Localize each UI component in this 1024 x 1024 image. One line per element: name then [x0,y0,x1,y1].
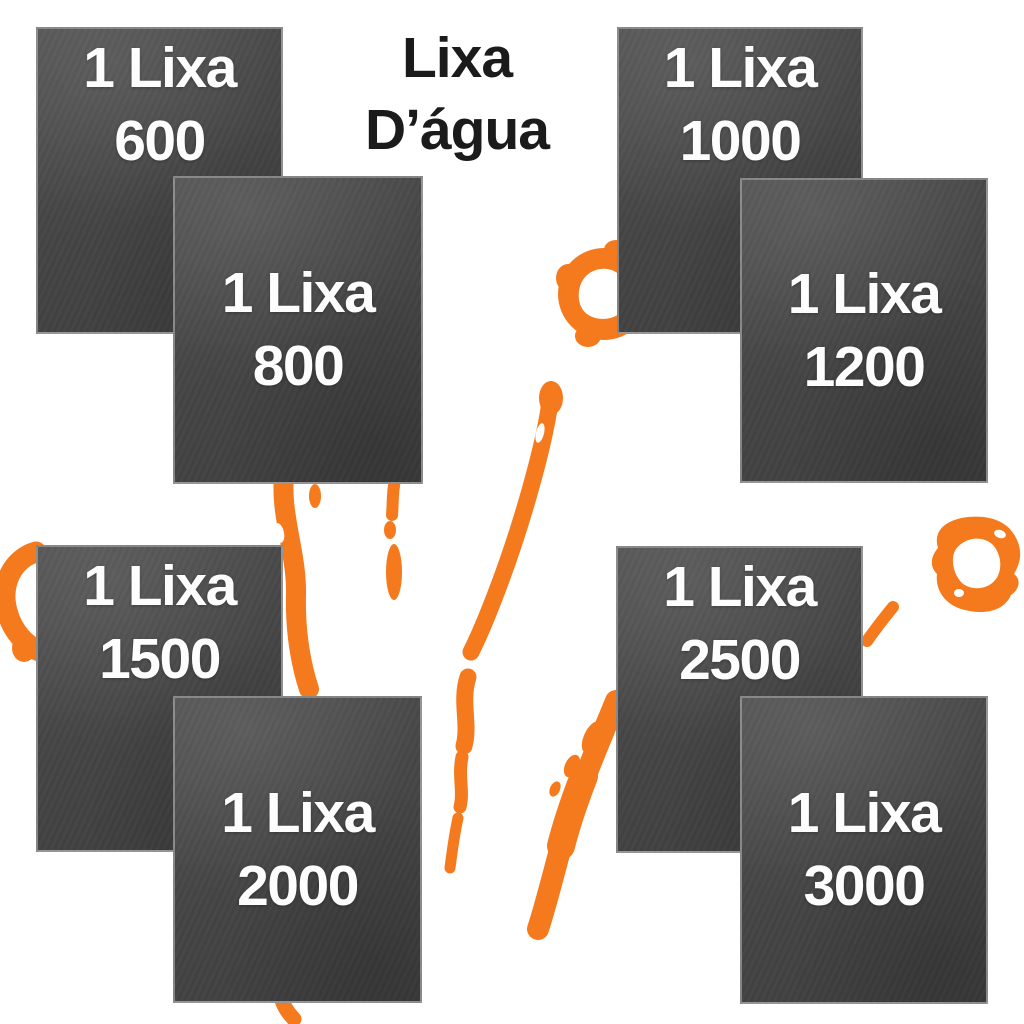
page-title: Lixa D’água [322,22,592,166]
paint-drip-center-top [462,381,563,661]
sheet-grit-label: 1500 [99,627,221,691]
sheet-grit-label: 800 [252,334,345,398]
paint-hook-left-edge [0,541,55,664]
sandpaper-sheet-1200: 1 Lixa 1200 [740,178,988,483]
sandpaper-sheet-3000: 1 Lixa 3000 [740,696,988,1004]
sheet-qty-label: 1 Lixa [787,781,942,845]
sheet-qty-label: 1 Lixa [663,555,817,619]
paint-drip-small [384,474,402,600]
paint-splatter-blob-right [931,516,1021,613]
sheet-grit-label: 1000 [679,109,802,173]
sandpaper-sheet-800: 1 Lixa 800 [173,176,423,484]
paint-dash-right [861,601,899,647]
sheet-qty-label: 1 Lixa [221,261,376,325]
page-title-line2: D’água [364,98,550,162]
page-title-line1: Lixa [401,26,513,90]
paint-drip-segmented [444,668,477,874]
sheet-grit-label: 1200 [803,334,926,399]
sheet-qty-label: 1 Lixa [83,36,237,100]
sheet-qty-label: 1 Lixa [787,261,942,326]
sandpaper-sheet-2000: 1 Lixa 2000 [173,696,422,1003]
paint-streak-bottom-center [527,690,627,940]
sheet-qty-label: 1 Lixa [663,36,818,100]
sheet-grit-label: 2500 [679,628,801,692]
sheet-grit-label: 2000 [237,853,359,918]
sheet-grit-label: 3000 [803,854,926,918]
sheet-qty-label: 1 Lixa [221,780,375,845]
sheet-grit-label: 600 [114,109,206,173]
paint-drip-left [273,458,321,699]
sheet-qty-label: 1 Lixa [83,554,237,618]
